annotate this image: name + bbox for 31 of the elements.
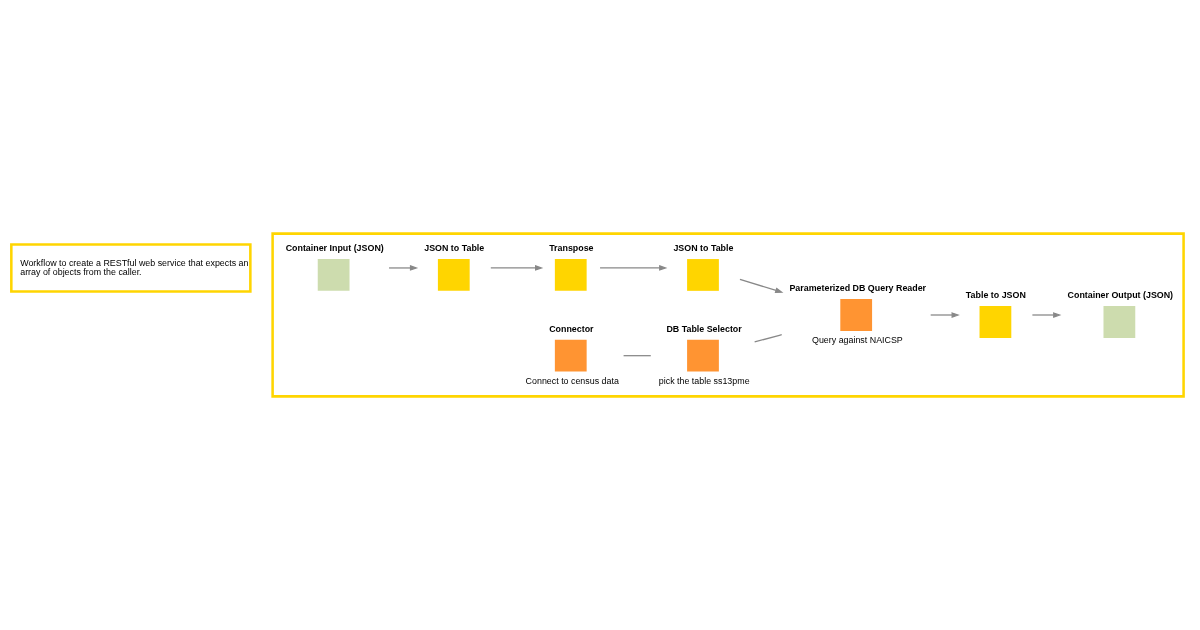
arrow: [739, 278, 784, 294]
connector: [622, 355, 652, 357]
node-box: [840, 299, 873, 331]
arrow: [930, 312, 960, 318]
node-label: Parameterized DB Query Reader: [789, 282, 927, 293]
node-box: Workflow to create a RESTful web service that expects an array of objects from the caller.: [10, 243, 252, 293]
node-box: [979, 306, 1012, 338]
node-label: Table to JSON: [965, 289, 1026, 300]
node-label: Query against NAICSP: [812, 335, 903, 346]
node-label: JSON to Table: [424, 242, 485, 253]
arrow: [490, 265, 544, 271]
node-label: DB Table Selector: [666, 323, 742, 334]
connector: [754, 334, 783, 343]
node-box: [687, 259, 719, 291]
node-label: Container Output (JSON): [1067, 289, 1174, 300]
node-label: pick the table ss13pme: [658, 375, 750, 386]
node-label: Connect to census data: [525, 375, 619, 386]
arrow: [388, 265, 419, 271]
arrow: [599, 265, 668, 271]
node-box: [437, 259, 470, 291]
node-box: [687, 339, 719, 372]
arrow: [1031, 312, 1062, 318]
cluster: [271, 232, 1185, 398]
node-box: [1103, 306, 1136, 338]
node-box: [317, 259, 350, 291]
node-label: Container Input (JSON): [285, 242, 384, 253]
node-label: JSON to Table: [673, 242, 734, 253]
node-box: [554, 259, 587, 291]
node-box: [554, 339, 587, 372]
node-label: Connector: [549, 323, 594, 334]
node-label: Transpose: [549, 242, 594, 253]
